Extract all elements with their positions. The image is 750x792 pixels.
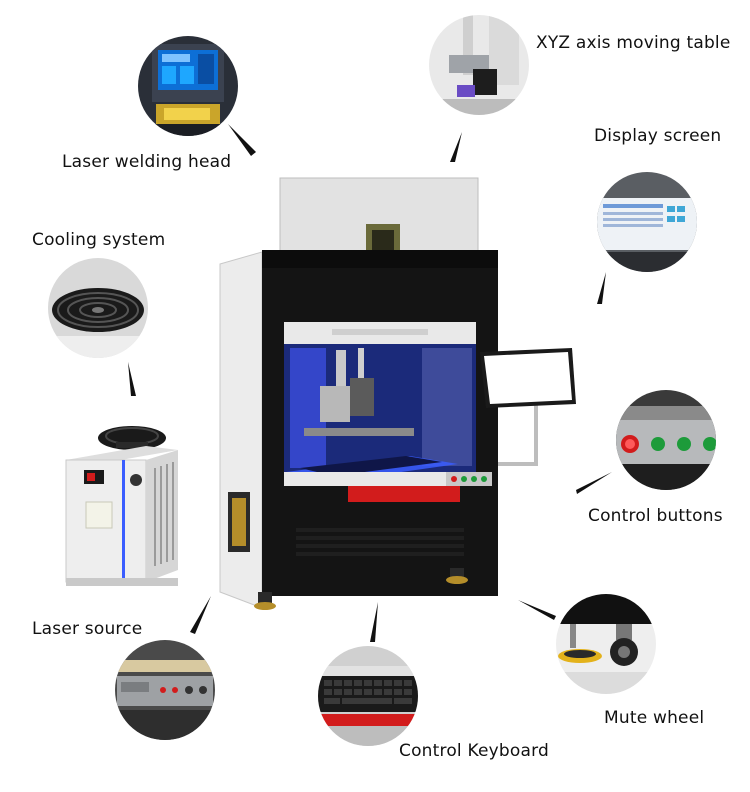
control-buttons-photo	[616, 390, 716, 490]
laser-source-photo	[115, 640, 215, 740]
display-screen-photo	[597, 172, 697, 272]
label-control-keyboard: Control Keyboard	[399, 741, 549, 761]
arrow-xyz-table	[450, 132, 462, 162]
arrow-cooling	[128, 362, 136, 396]
label-laser-source: Laser source	[32, 619, 143, 639]
arrow-keyboard	[370, 602, 378, 642]
chiller-unit	[65, 426, 178, 586]
arrow-mute-wheel	[518, 600, 556, 620]
label-laser-welding-head: Laser welding head	[62, 152, 232, 172]
label-xyz-table: XYZ axis moving table	[536, 33, 731, 53]
arrow-welding-head	[228, 124, 256, 156]
arrow-laser-source	[190, 596, 211, 634]
label-mute-wheel: Mute wheel	[604, 708, 705, 728]
label-control-buttons: Control buttons	[588, 506, 723, 526]
cooling-fan-photo	[48, 258, 148, 358]
label-display-screen: Display screen	[594, 126, 722, 146]
laser-welding-machine	[219, 177, 576, 610]
arrow-control-buttons	[576, 472, 612, 494]
arrow-display	[597, 272, 606, 304]
label-cooling-system: Cooling system	[32, 230, 166, 250]
welding-head-photo	[138, 36, 238, 136]
